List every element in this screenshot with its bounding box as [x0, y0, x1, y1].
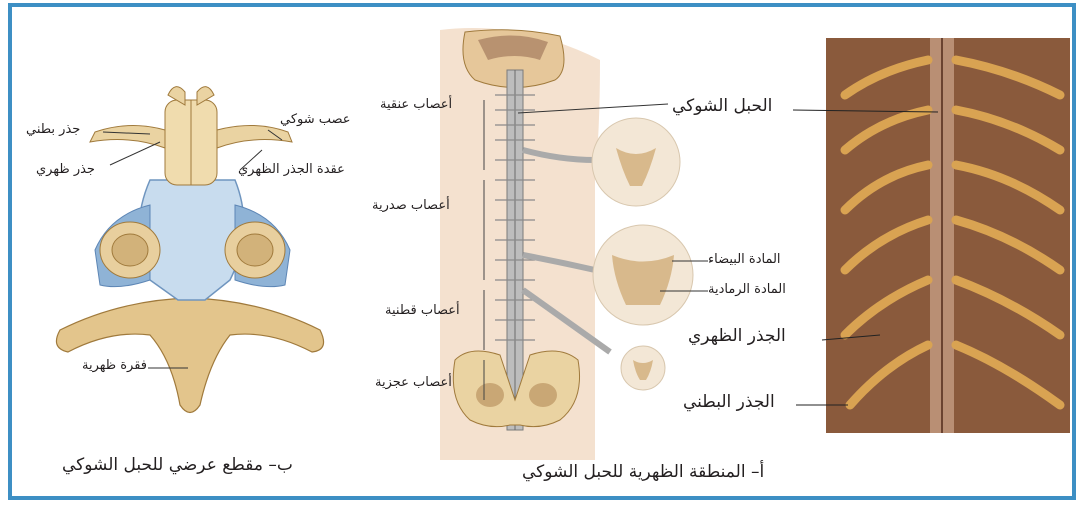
- caption-panel-a: أ– المنطقة الظهرية للحبل الشوكي: [522, 462, 764, 482]
- label-white-matter: المادة البيضاء: [708, 252, 781, 267]
- caption-panel-b: ب– مقطع عرضي للحبل الشوكي: [62, 455, 293, 475]
- label-lumbar-nerves: أعصاب قطنية: [385, 303, 460, 318]
- label-spinal-nerve: عصب شوكي: [280, 112, 351, 127]
- label-spinal-cord: الحبل الشوكي: [672, 96, 772, 116]
- spinal-cord-photo: [793, 38, 1070, 433]
- label-dorsal-root-ganglion: عقدة الجذر الظهري: [238, 162, 345, 177]
- label-ventral-root: جذر بطني: [26, 122, 80, 137]
- label-cervical-nerves: أعصاب عنقية: [380, 97, 452, 112]
- label-photo-ventral-root: الجذر البطني: [683, 392, 775, 412]
- label-gray-matter: المادة الرمادية: [708, 282, 786, 297]
- dorsal-spinal-cord-illustration: [440, 28, 708, 460]
- label-thoracic-nerves: أعصاب صدرية: [372, 198, 450, 213]
- label-vertebra: فقرة ظهرية: [82, 358, 147, 373]
- label-dorsal-root: جذر ظهري: [36, 162, 95, 177]
- label-photo-dorsal-root: الجذر الظهري: [688, 326, 786, 346]
- label-sacral-nerves: أعصاب عجزية: [375, 375, 452, 390]
